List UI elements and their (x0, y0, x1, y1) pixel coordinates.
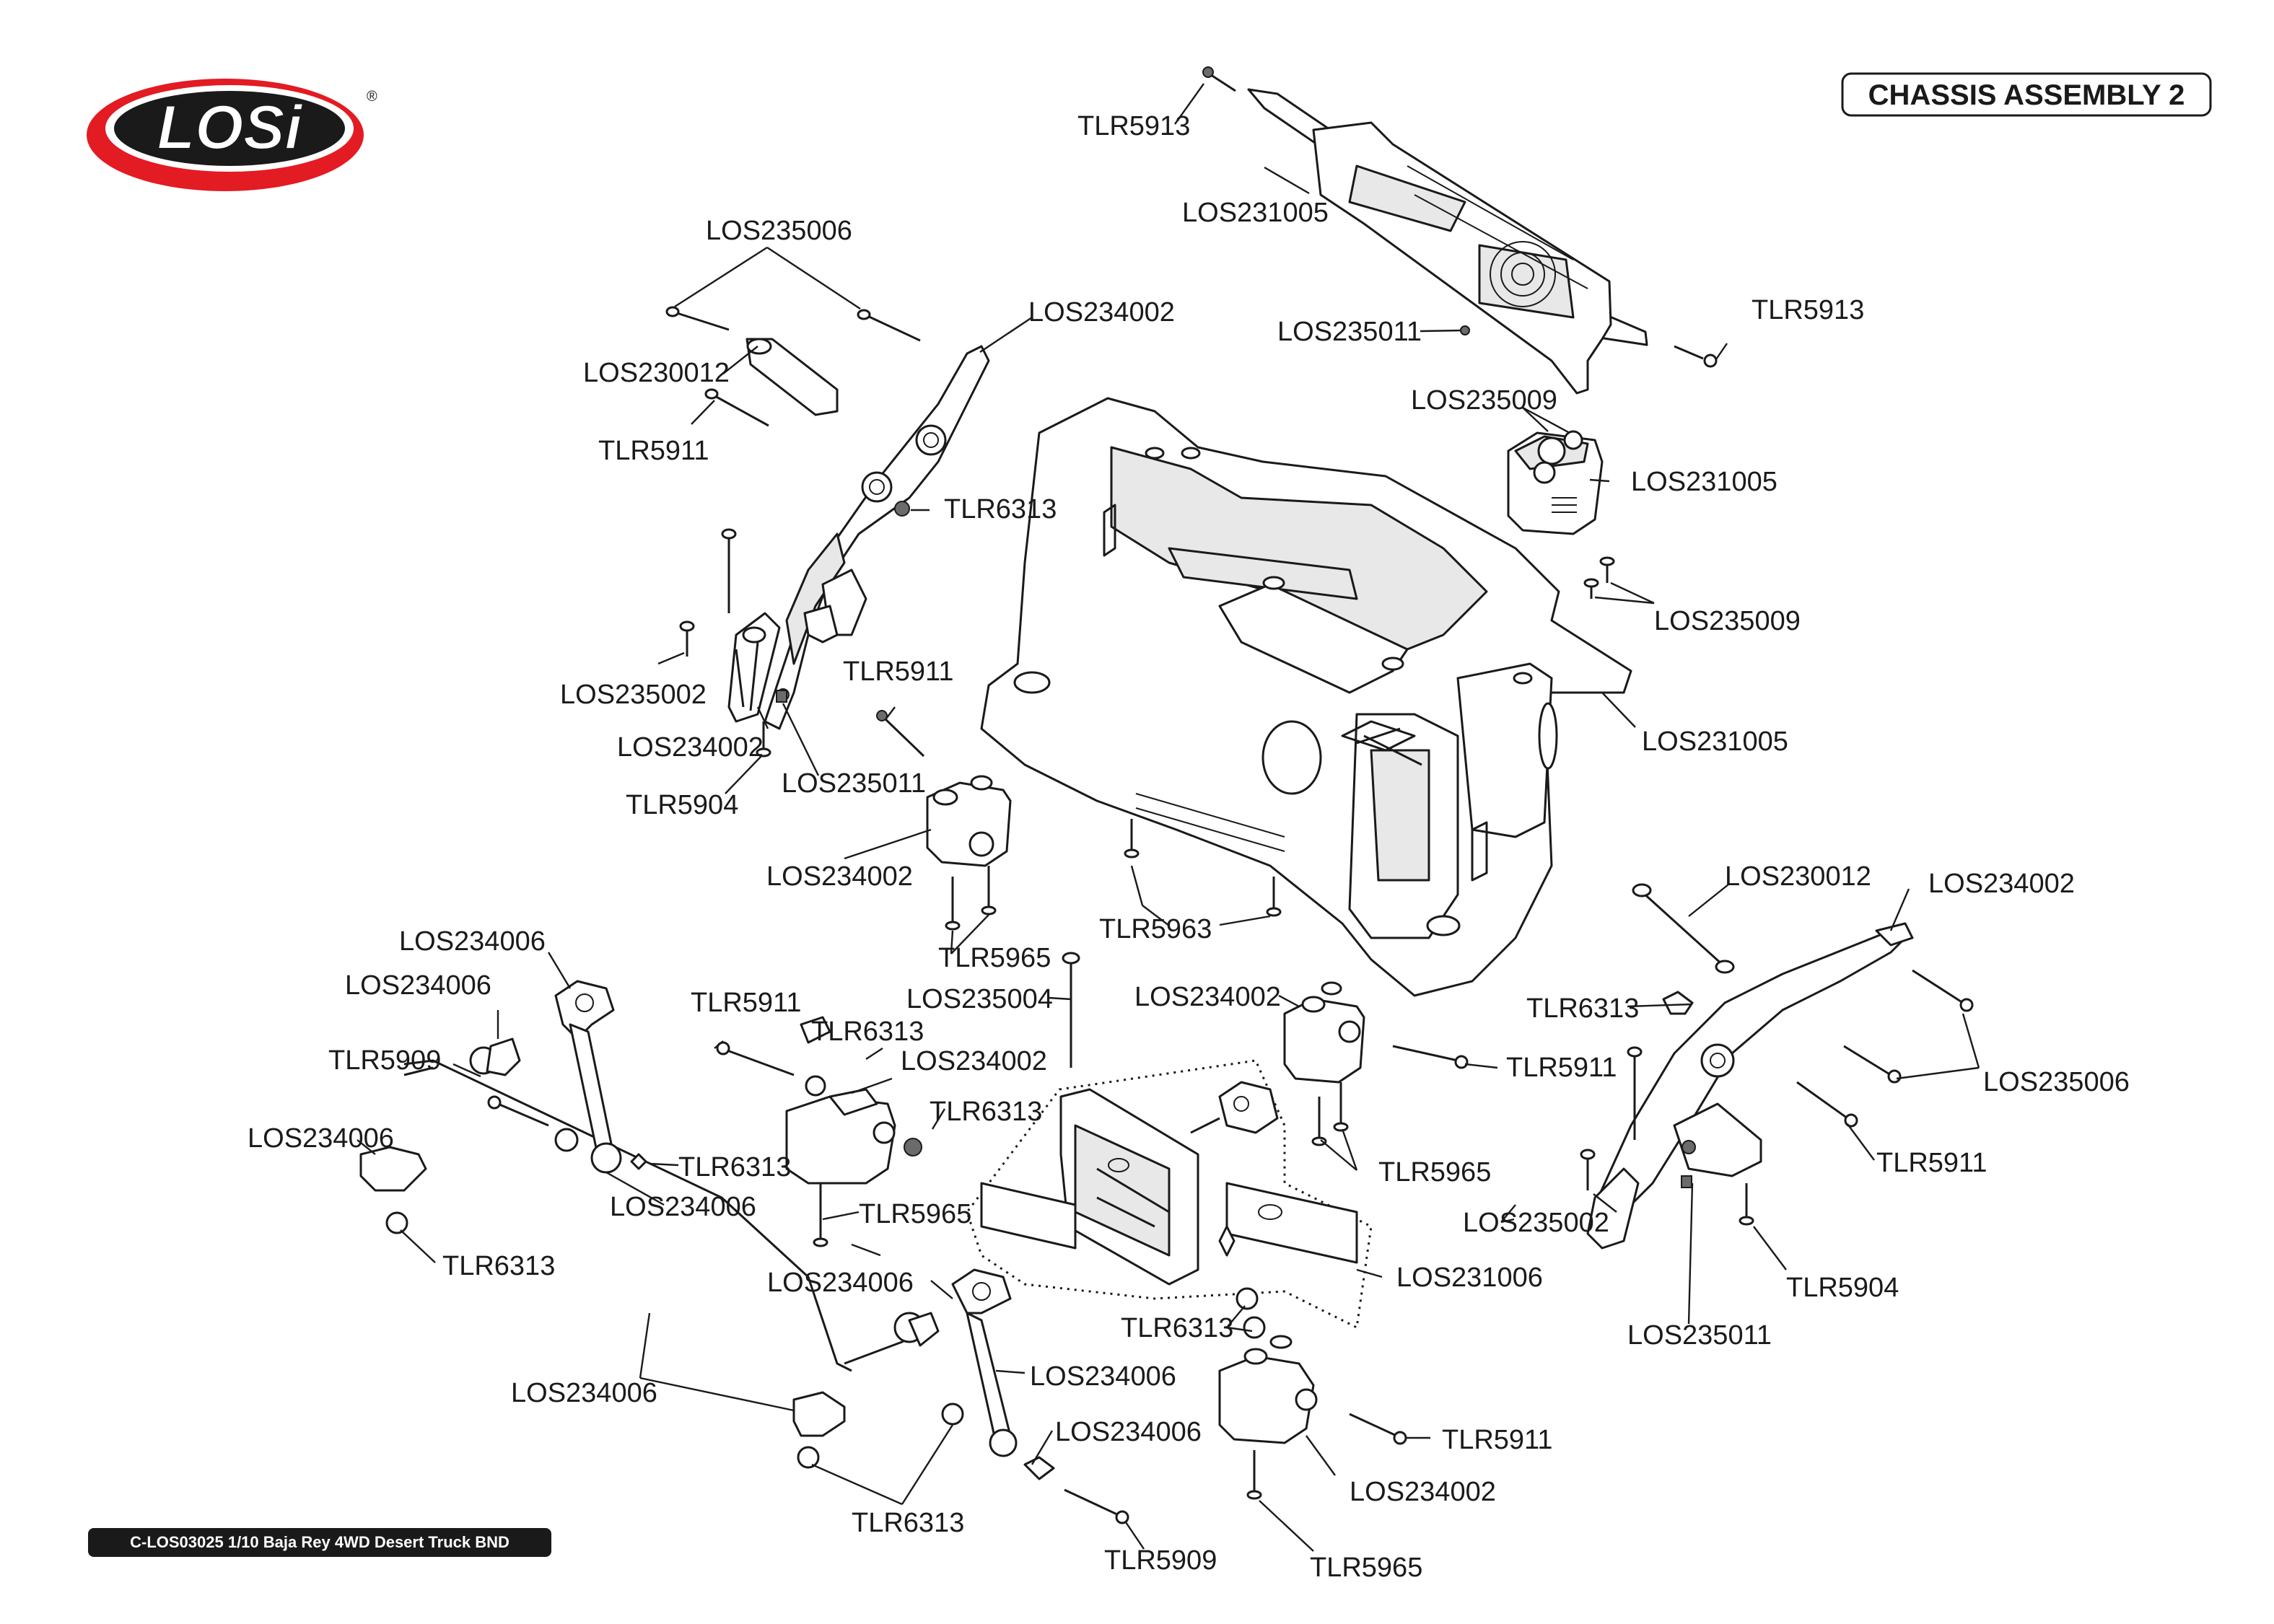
callout-label: TLR5965 (1310, 1553, 1422, 1583)
callout-label: TLR5911 (1876, 1148, 1987, 1178)
logo-wordmark: LOSi (157, 93, 304, 162)
callout-label: LOS235009 (1654, 606, 1801, 636)
right-steering-block (1283, 981, 1469, 1146)
left-bulkhead-lower (756, 690, 1012, 931)
right-bulkhead (1580, 883, 1974, 1250)
callout-label: TLR5904 (1786, 1273, 1899, 1303)
callout-label: LOS234002 (617, 732, 764, 763)
callout-label: LOS231005 (1182, 198, 1329, 228)
callout-label: LOS235004 (906, 984, 1053, 1014)
callout-label: TLR6313 (678, 1152, 791, 1182)
callout-label: TLR5913 (1077, 111, 1190, 141)
callout-label: TLR5909 (1104, 1545, 1217, 1576)
callout-label: LOS234006 (248, 1123, 394, 1154)
losi-logo: LOSi ® (87, 79, 377, 191)
left-steering-block (716, 952, 1080, 1247)
page-title: CHASSIS ASSEMBLY 2 (1868, 79, 2185, 111)
callout-label: LOS234002 (1028, 297, 1175, 328)
footer-badge: C-LOS03025 1/10 Baja Rey 4WD Desert Truc… (88, 1528, 551, 1557)
callout-label: TLR5965 (1378, 1157, 1491, 1188)
sway-linkage-upper-left (359, 980, 852, 1372)
callout-label: TLR6313 (811, 1017, 924, 1047)
callout-label: LOS234006 (1030, 1361, 1176, 1392)
callout-label: LOS231006 (1396, 1263, 1543, 1293)
title-box: CHASSIS ASSEMBLY 2 (1841, 72, 2212, 117)
leader-lines (357, 83, 1980, 1552)
callout-label: LOS234002 (901, 1046, 1047, 1076)
callout-label: LOS231005 (1642, 727, 1788, 757)
callout-label: LOS234006 (399, 926, 546, 957)
callout-label: TLR5911 (598, 436, 709, 466)
callout-label: TLR6313 (852, 1508, 964, 1538)
callout-label: LOS230012 (1725, 861, 1871, 892)
callout-label: LOS235006 (706, 216, 852, 246)
callout-label: LOS234006 (1055, 1417, 1202, 1447)
servo-saver-block (1507, 430, 1615, 599)
bumper-brace-assembly (1202, 66, 1718, 395)
callout-label: TLR6313 (944, 494, 1057, 524)
callout-label: TLR5911 (1506, 1053, 1617, 1083)
left-bulkhead-upper (679, 345, 990, 730)
callout-label: LOS235011 (1627, 1320, 1772, 1351)
callout-label: LOS234006 (610, 1192, 756, 1222)
center-screws (1124, 819, 1282, 917)
left-upper-pins (665, 306, 921, 427)
callout-label: LOS234002 (1350, 1477, 1496, 1507)
main-chassis (980, 397, 1632, 997)
callout-label: TLR5913 (1752, 295, 1864, 325)
callout-label: TLR6313 (930, 1097, 1042, 1127)
callout-labels: TLR5913 LOS231005 LOS235006 LOS234002 LO… (248, 111, 2130, 1583)
callout-label: LOS231005 (1631, 467, 1777, 497)
callout-label: LOS235009 (1411, 385, 1557, 416)
callout-label: LOS234006 (767, 1268, 914, 1298)
callout-label: LOS235011 (782, 768, 926, 799)
callout-label: TLR5909 (328, 1045, 441, 1076)
callout-label: TLR5965 (938, 943, 1051, 973)
callout-label: LOS235002 (1463, 1208, 1609, 1238)
callout-label: LOS234006 (511, 1378, 657, 1408)
sway-linkage-lower (792, 1268, 1407, 1524)
callout-label: LOS234006 (345, 970, 491, 1001)
callout-label: TLR6313 (1121, 1313, 1233, 1343)
callout-label: TLR5965 (859, 1199, 971, 1229)
callout-label: LOS235002 (560, 680, 707, 710)
callout-label: TLR6313 (1526, 993, 1639, 1024)
callout-label: LOS235011 (1277, 317, 1422, 347)
registered-mark: ® (367, 89, 377, 105)
callout-label: TLR5904 (626, 790, 738, 820)
footer-text: C-LOS03025 1/10 Baja Rey 4WD Desert Truc… (130, 1533, 510, 1551)
callout-label: TLR6313 (442, 1251, 555, 1281)
callout-label: TLR5911 (691, 988, 802, 1018)
callout-label: TLR5911 (843, 657, 954, 687)
callout-label: LOS230012 (583, 358, 730, 388)
callout-label: LOS235006 (1983, 1067, 2130, 1097)
callout-label: LOS234002 (1134, 982, 1281, 1012)
callout-label: LOS234002 (766, 861, 913, 892)
callout-label: TLR5963 (1099, 914, 1212, 944)
callout-label: LOS234002 (1928, 869, 2075, 899)
callout-label: TLR5911 (1442, 1425, 1553, 1455)
battery-tray-group (966, 1059, 1373, 1330)
